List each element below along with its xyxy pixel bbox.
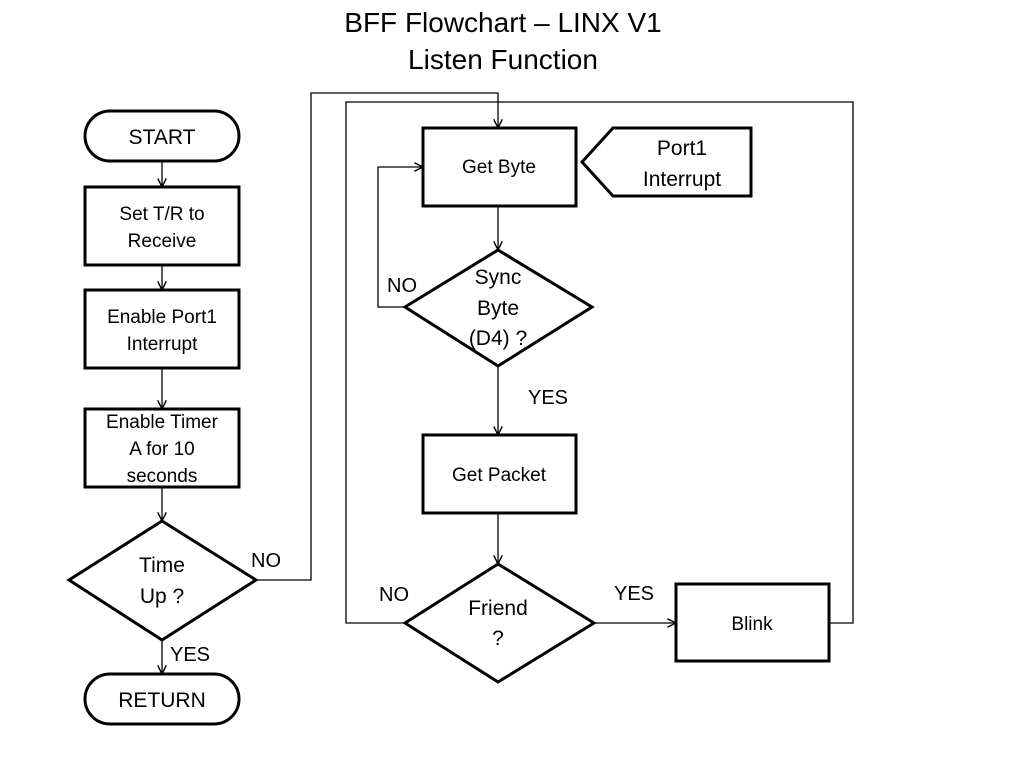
enable-port1-process: Enable Port1 Interrupt bbox=[83, 288, 241, 370]
get-packet-label: Get Packet bbox=[452, 465, 547, 486]
sync-byte-label-line-3: (D4) ? bbox=[469, 327, 527, 350]
enable-timer-label-line-1: Enable Timer bbox=[106, 412, 219, 433]
enable-port1-label-line-1: Enable Port1 bbox=[107, 307, 217, 328]
enable-timer-label-line-3: seconds bbox=[127, 466, 198, 487]
start-node: START bbox=[83, 109, 241, 163]
sync-yes-label: YES bbox=[528, 387, 568, 409]
enable-timer-label-line-2: A for 10 bbox=[129, 439, 195, 460]
port1-interrupt-display: Port1 Interrupt bbox=[579, 126, 753, 198]
connectors bbox=[162, 92, 854, 673]
blink-label: Blink bbox=[731, 614, 773, 635]
time-up-no-label: NO bbox=[251, 550, 281, 572]
get-packet-process: Get Packet bbox=[421, 433, 578, 515]
connector-friend-no-loop bbox=[345, 101, 498, 624]
port1-interrupt-label-line-1: Port1 bbox=[657, 137, 707, 160]
title-line-1: BFF Flowchart – LINX V1 bbox=[344, 7, 661, 38]
return-label: RETURN bbox=[118, 689, 206, 712]
friend-label-line-1: Friend bbox=[468, 597, 528, 620]
return-node: RETURN bbox=[83, 672, 241, 726]
title-line-2: Listen Function bbox=[408, 44, 598, 75]
connector-blink-loop bbox=[498, 101, 854, 624]
sync-byte-label-line-1: Sync bbox=[475, 266, 522, 289]
time-up-label-line-2: Up ? bbox=[140, 585, 184, 608]
start-label: START bbox=[129, 126, 196, 149]
get-byte-label: Get Byte bbox=[462, 157, 536, 178]
set-tr-label-line-2: Receive bbox=[128, 231, 197, 252]
get-byte-process: Get Byte bbox=[421, 126, 578, 208]
set-tr-label-line-1: Set T/R to bbox=[119, 204, 204, 225]
sync-no-label: NO bbox=[387, 275, 417, 297]
connector-time-up-no-to-get-byte bbox=[256, 92, 498, 581]
time-up-yes-label: YES bbox=[170, 644, 210, 666]
friend-decision: Friend ? bbox=[402, 562, 597, 684]
enable-port1-label-line-2: Interrupt bbox=[127, 334, 198, 355]
sync-byte-label-line-2: Byte bbox=[477, 297, 519, 320]
enable-timer-process: Enable Timer A for 10 seconds bbox=[83, 407, 241, 489]
port1-interrupt-label-line-2: Interrupt bbox=[643, 168, 721, 191]
time-up-decision: Time Up ? bbox=[66, 519, 259, 642]
friend-no-label: NO bbox=[379, 584, 409, 606]
time-up-label-line-1: Time bbox=[139, 554, 185, 577]
connector-sync-no-to-get-byte bbox=[377, 167, 422, 308]
friend-label-line-2: ? bbox=[492, 627, 504, 650]
set-tr-process: Set T/R to Receive bbox=[83, 185, 241, 267]
sync-byte-decision: Sync Byte (D4) ? bbox=[402, 248, 595, 368]
blink-process: Blink bbox=[674, 582, 831, 663]
friend-yes-label: YES bbox=[614, 583, 654, 605]
